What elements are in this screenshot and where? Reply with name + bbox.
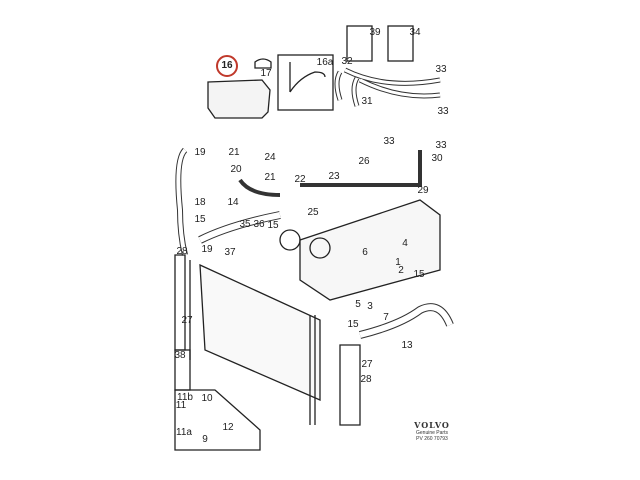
part-label[interactable]: 38 [174, 350, 186, 361]
part-label[interactable]: 16a [316, 57, 334, 68]
part-label[interactable]: 28 [360, 374, 372, 385]
part-label[interactable]: 25 [307, 207, 319, 218]
part-label[interactable]: 11a [176, 427, 192, 438]
logo-brand: VOLVO [414, 420, 450, 430]
part-label[interactable]: 2 [398, 265, 404, 276]
part-label[interactable]: 20 [230, 164, 242, 175]
part-label[interactable]: 17 [260, 68, 272, 79]
tank-cap [254, 58, 272, 69]
part-label[interactable]: 33 [383, 136, 395, 147]
part-label[interactable]: 1 [395, 257, 401, 268]
part-label[interactable]: 23 [328, 171, 340, 182]
part-label[interactable]: 39 [369, 27, 381, 38]
part-label[interactable]: 15 [347, 319, 359, 330]
part-label[interactable]: 14 [227, 197, 239, 208]
part-label[interactable]: 6 [362, 247, 368, 258]
sensor-box [277, 54, 334, 111]
part-label[interactable]: 33 [437, 106, 449, 117]
part-label[interactable]: 28 [176, 246, 188, 257]
part-label[interactable]: 30 [431, 153, 443, 164]
part-label[interactable]: 27 [181, 315, 193, 326]
part-label[interactable]: 13 [401, 340, 413, 351]
expansion-tank [207, 79, 271, 119]
logo-line1: Genuine Parts [416, 430, 448, 436]
part-label[interactable]: 5 [355, 299, 361, 310]
part-label[interactable]: 3 [367, 301, 373, 312]
box-34 [387, 25, 414, 62]
part-label[interactable]: 15 [413, 269, 425, 280]
bracket-box [174, 389, 261, 451]
part-label[interactable]: 15 [267, 220, 279, 231]
box-39 [346, 25, 373, 62]
part-label[interactable]: 33 [435, 140, 447, 151]
part-label[interactable]: 24 [264, 152, 276, 163]
part-label[interactable]: 19 [201, 244, 213, 255]
part-label[interactable]: 12 [222, 422, 234, 433]
cylinder-head [299, 199, 441, 301]
part-label[interactable]: 22 [294, 174, 306, 185]
part-label[interactable]: 19 [194, 147, 206, 158]
part-label[interactable]: 18 [194, 197, 206, 208]
part-label[interactable]: 33 [435, 64, 447, 75]
part-label[interactable]: 26 [358, 156, 370, 167]
part-label[interactable]: 7 [383, 312, 389, 323]
part-label[interactable]: 21 [228, 147, 240, 158]
part-label[interactable]: 10 [201, 393, 213, 404]
part-label[interactable]: 15 [194, 214, 206, 225]
part-label[interactable]: 35 [239, 219, 251, 230]
volvo-logo: VOLVO Genuine Parts PV 260 70793 [410, 420, 454, 442]
part-label[interactable]: 34 [409, 27, 421, 38]
part-label[interactable]: 9 [202, 434, 208, 445]
logo-line2: PV 260 70793 [416, 436, 448, 442]
part-label[interactable]: 4 [402, 238, 408, 249]
part-label[interactable]: 27 [361, 359, 373, 370]
radiator [199, 263, 321, 401]
part-label[interactable]: 21 [264, 172, 276, 183]
part-label[interactable]: 32 [341, 56, 353, 67]
part-label-highlighted[interactable]: 16 [216, 55, 238, 77]
part-label[interactable]: 36 [253, 219, 265, 230]
part-label[interactable]: 11 [175, 400, 187, 411]
part-label[interactable]: 37 [224, 247, 236, 258]
part-label[interactable]: 11b [177, 392, 193, 403]
part-label[interactable]: 29 [417, 185, 429, 196]
part-label[interactable]: 31 [361, 96, 373, 107]
